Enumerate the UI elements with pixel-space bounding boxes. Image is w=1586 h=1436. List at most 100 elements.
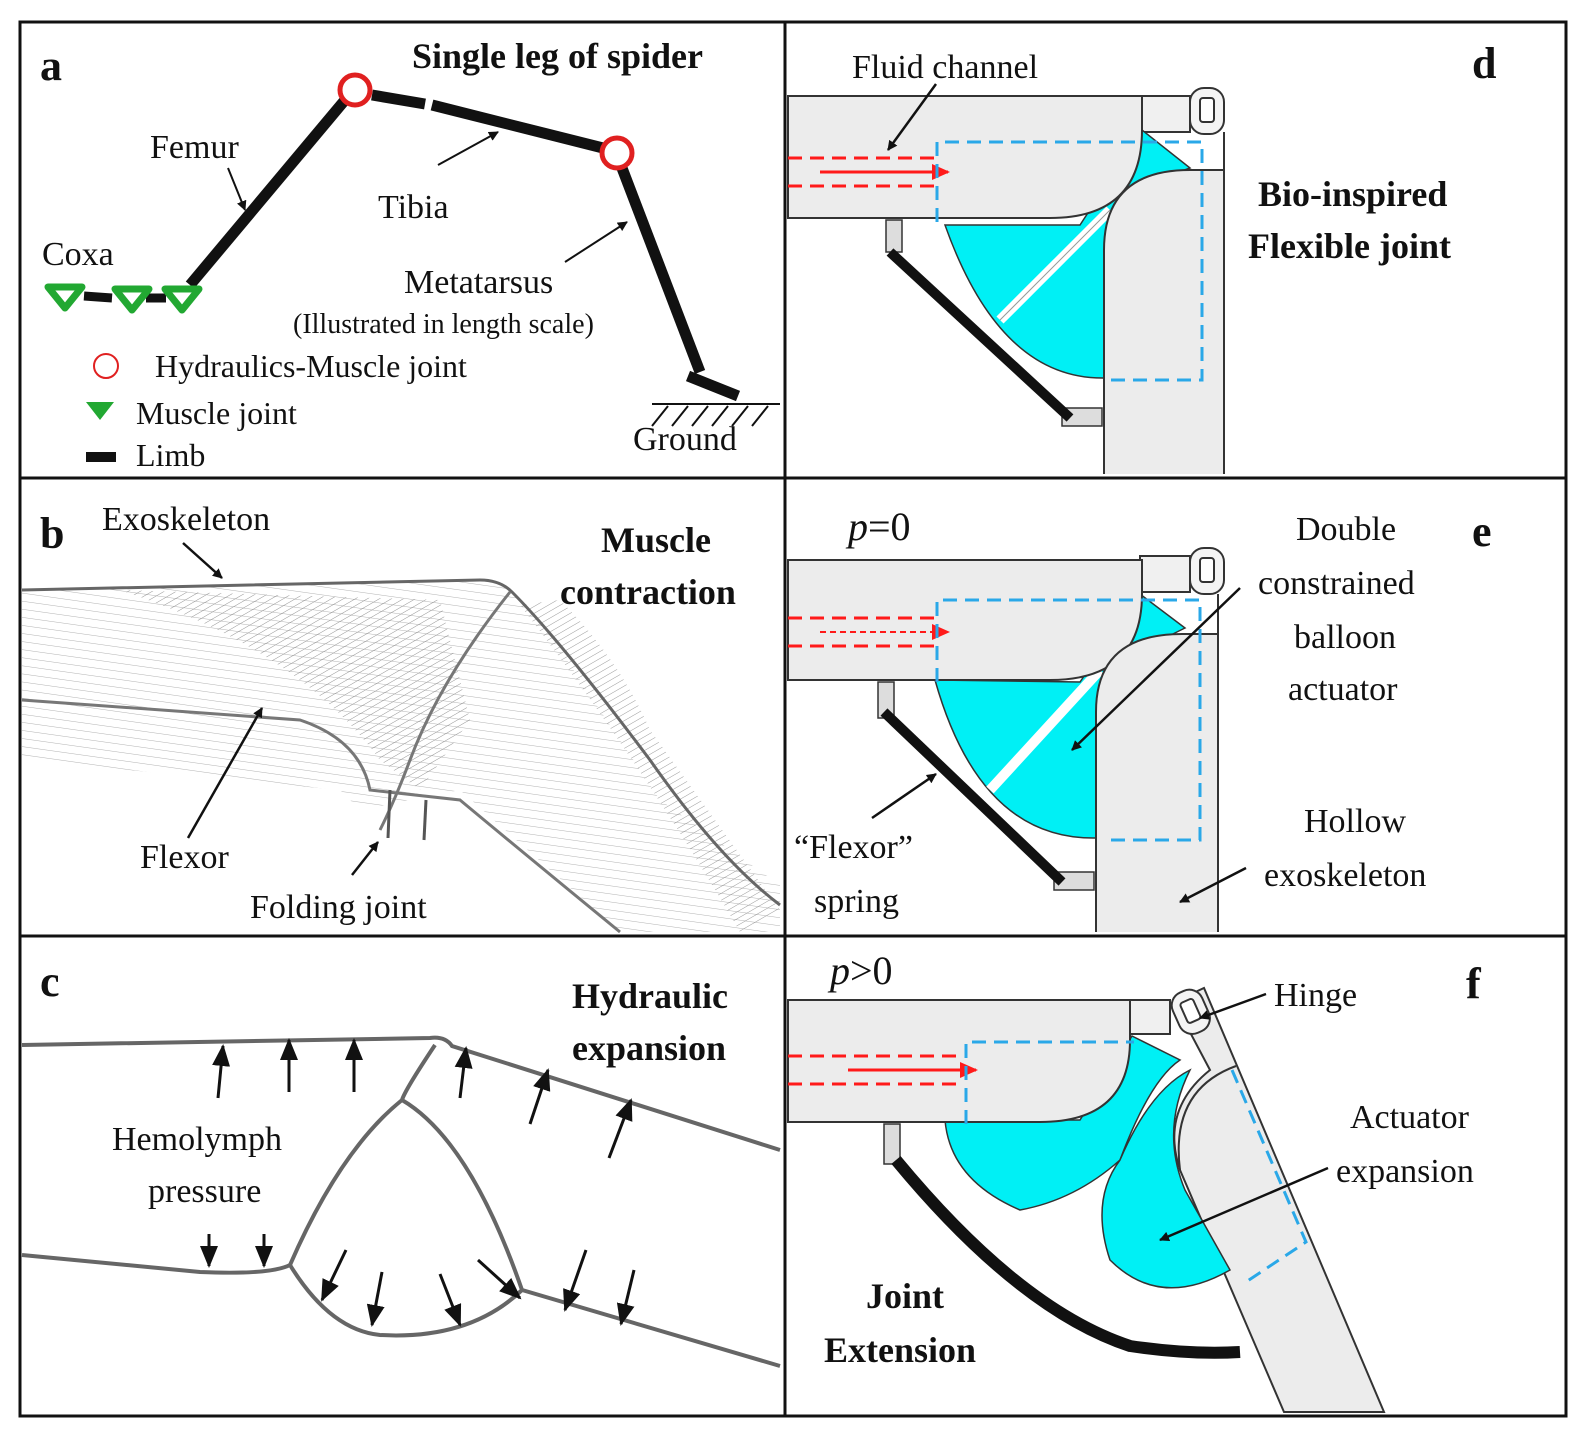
panel-a-letter: a: [40, 41, 62, 90]
hollow-arrow: [1179, 866, 1247, 904]
pressure-arrows: [200, 1038, 636, 1327]
femur-limb: [185, 96, 350, 289]
panel-c-title-1: Hydraulic: [572, 976, 728, 1016]
hinge-arrow: [1199, 992, 1267, 1020]
legend-hydraulic-icon: [93, 353, 119, 379]
coxa-segments: [83, 291, 166, 303]
pressure-variable: p: [845, 504, 868, 549]
muscle-joint-triangle: [44, 283, 86, 312]
spring-label-1: “Flexor”: [794, 829, 913, 866]
panel-a: a Single leg of spider: [40, 36, 780, 473]
panel-frames: [18, 20, 1568, 1418]
panel-f-letter: f: [1466, 959, 1482, 1008]
fluid-channel-label: Fluid channel: [852, 49, 1038, 86]
panel-e: e p=0 Double constrained balloon actuato…: [787, 504, 1492, 932]
flexor-arrow: [186, 707, 264, 839]
spring-label-2: spring: [814, 883, 899, 920]
metatarsus-note: (Illustrated in length scale): [293, 309, 594, 340]
ground-hatch: [651, 403, 780, 427]
panel-c-letter: c: [40, 957, 60, 1006]
actuator-label-3: balloon: [1294, 619, 1396, 656]
spring-arrow: [871, 772, 937, 820]
hydraulic-joints: [337, 72, 635, 171]
balloon-lower: [1101, 1068, 1232, 1289]
folding-joint-label: Folding joint: [250, 889, 427, 926]
joint-extension-label-1: Joint: [866, 1276, 944, 1316]
flexor-spring-curve: [891, 1156, 1241, 1359]
hinge-knuckle: [1170, 988, 1211, 1035]
panel-b-title-1: Muscle: [601, 520, 711, 560]
pressure-condition: p>0: [827, 948, 893, 993]
frame-dash-rotated: [1230, 1069, 1308, 1284]
metatarsus-label: Metatarsus: [404, 264, 553, 301]
spring-mount-top: [885, 219, 903, 253]
spring-mount-top: [883, 1123, 901, 1165]
hollow-label-2: exoskeleton: [1264, 857, 1426, 894]
panel-d-title-2: Flexible joint: [1248, 226, 1451, 266]
coxa-label: Coxa: [42, 236, 114, 273]
fluid-channel-arrow: [886, 83, 938, 151]
legend-muscle-icon: [86, 402, 114, 420]
femur-label: Femur: [150, 129, 239, 166]
actuator-arrow: [1071, 587, 1241, 751]
metatarsus-limb: [616, 166, 706, 374]
pressure-value: =0: [868, 504, 911, 549]
flexor-spring-line: [886, 248, 1074, 422]
hollow-label-1: Hollow: [1304, 803, 1406, 840]
panel-d-title-1: Bio-inspired: [1258, 174, 1447, 214]
expansion-arrow: [1159, 1166, 1329, 1242]
muscle-joint-triangle: [111, 285, 153, 314]
panel-b-letter: b: [40, 509, 64, 558]
rotated-exoskeleton: [1172, 986, 1386, 1413]
legend-limb-icon: [86, 452, 116, 462]
balloon-divider: [986, 666, 1104, 794]
hydraulic-joint-circle: [337, 72, 373, 108]
leg-pressure-illustration: [21, 1035, 781, 1368]
pressure-value: >0: [850, 948, 893, 993]
panel-a-title: Single leg of spider: [412, 36, 703, 76]
joint-extension-label-2: Extension: [824, 1330, 976, 1370]
metatarsus-arrow: [564, 221, 628, 263]
upper-exoskeleton: [787, 999, 1131, 1123]
actuator-label-2: constrained: [1258, 565, 1415, 602]
tibia-label: Tibia: [378, 189, 449, 226]
actuator-label-4: actuator: [1288, 671, 1398, 708]
tarsus-limb: [685, 370, 741, 402]
pressure-label-1: Hemolymph: [112, 1121, 282, 1158]
leg-limbs: [185, 89, 741, 402]
frame-dash: [935, 598, 1202, 842]
panel-c-title-2: expansion: [572, 1028, 726, 1068]
panel-d: d Fluid channel Bio-inspired Flexible jo…: [787, 39, 1496, 474]
expansion-label-1: Actuator: [1350, 1099, 1470, 1136]
hinge-block: [1139, 95, 1191, 133]
flexor-spring-line: [880, 708, 1066, 886]
panel-d-letter: d: [1472, 39, 1496, 88]
frame-dash: [935, 140, 1204, 382]
panel-c: c Hydraulic expansion Hemolymph pressure: [21, 957, 781, 1368]
pressure-variable: p: [827, 948, 850, 993]
legend-limb-label: Limb: [136, 437, 205, 473]
leg-muscle-illustration: [21, 578, 781, 934]
legend-hydraulic-label: Hydraulics-Muscle joint: [155, 348, 467, 384]
ground-label: Ground: [633, 421, 737, 458]
actuator-label-1: Double: [1296, 511, 1396, 548]
upper-exoskeleton: [787, 559, 1143, 681]
vertical-exoskeleton: [1095, 633, 1219, 932]
hinge-label: Hinge: [1274, 977, 1357, 1014]
muscle-joint-triangle: [161, 285, 203, 314]
legend-muscle-label: Muscle joint: [136, 395, 297, 431]
expansion-label-2: expansion: [1336, 1153, 1474, 1190]
pressure-label-2: pressure: [148, 1173, 261, 1210]
muscle-joints: [44, 283, 203, 314]
panel-b: b Muscle contraction Exoskeleton Flexor …: [21, 501, 781, 934]
tibia-limb: [430, 99, 605, 154]
folding-joint-arrow: [351, 841, 379, 876]
frame-dash: [964, 1040, 1134, 1124]
panel-e-letter: e: [1472, 507, 1492, 556]
tibia-arrow: [437, 131, 499, 166]
femur-arrow: [227, 167, 247, 211]
exoskeleton-arrow: [182, 542, 223, 579]
flexor-label: Flexor: [140, 839, 229, 876]
hinge-block: [1129, 999, 1171, 1035]
